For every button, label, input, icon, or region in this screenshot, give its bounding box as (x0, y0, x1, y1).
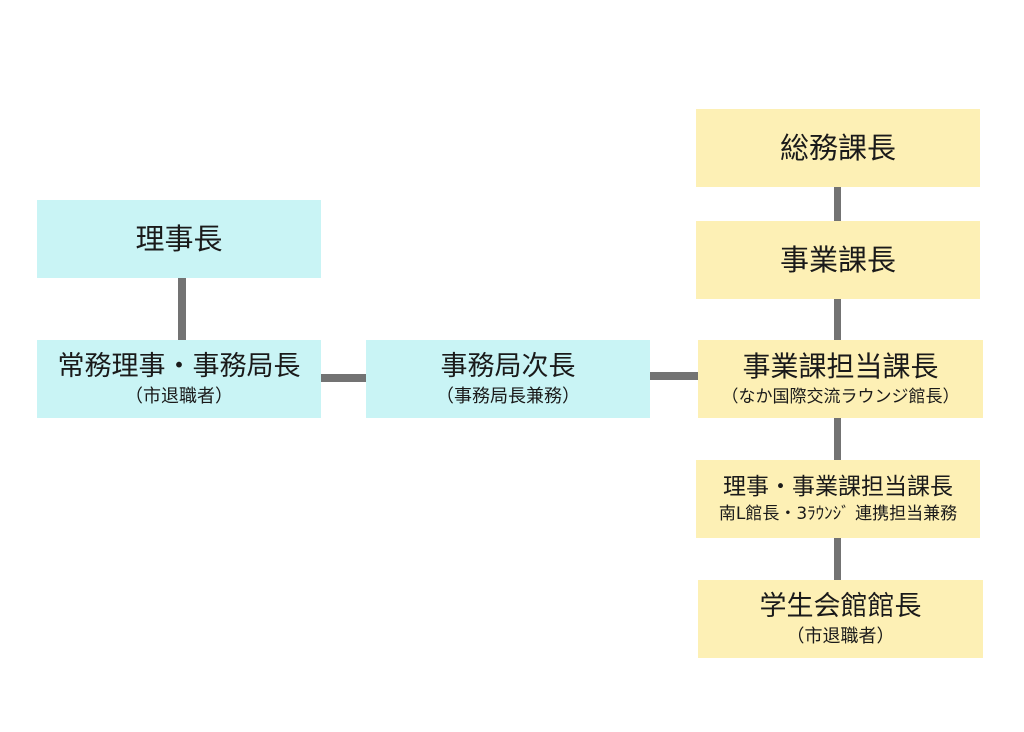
node-subtitle: （なか国際交流ラウンジ館長） (721, 387, 960, 407)
node-director-business-manager: 理事・事業課担当課長 南L館長・3ﾗｳﾝｼﾞ 連携担当兼務 (696, 460, 980, 538)
node-title: 理事長 (135, 222, 223, 256)
connector-deputy-business-manager (650, 372, 698, 380)
node-title: 常務理事・事務局長 (57, 351, 301, 382)
connector-general-business (834, 187, 841, 221)
connector-manager-director (834, 418, 841, 460)
node-subtitle: （事務局長兼務） (436, 386, 580, 407)
node-title: 事務局次長 (440, 351, 576, 382)
node-general-affairs: 総務課長 (696, 109, 980, 187)
node-managing-director: 常務理事・事務局長 （市退職者） (37, 340, 321, 418)
node-subtitle: 南L館長・3ﾗｳﾝｼﾞ 連携担当兼務 (718, 504, 958, 524)
node-subtitle: （市退職者） (125, 386, 233, 407)
connector-managing-deputy (321, 374, 366, 382)
connector-chairman-managing (178, 278, 186, 340)
connector-business-manager (834, 299, 841, 340)
node-title: 理事・事業課担当課長 (723, 474, 953, 500)
node-business-manager: 事業課担当課長 （なか国際交流ラウンジ館長） (698, 340, 983, 418)
node-title: 総務課長 (779, 131, 896, 165)
node-subtitle: （市退職者） (786, 626, 895, 647)
node-chairman: 理事長 (37, 200, 321, 278)
node-student-hall: 学生会館館長 （市退職者） (698, 580, 983, 658)
node-title: 事業課長 (779, 243, 896, 277)
connector-director-student-hall (834, 538, 841, 580)
node-business: 事業課長 (696, 221, 980, 299)
node-title: 事業課担当課長 (742, 350, 939, 383)
node-deputy-secretary: 事務局次長 （事務局長兼務） (366, 340, 650, 418)
node-title: 学生会館館長 (759, 591, 922, 622)
